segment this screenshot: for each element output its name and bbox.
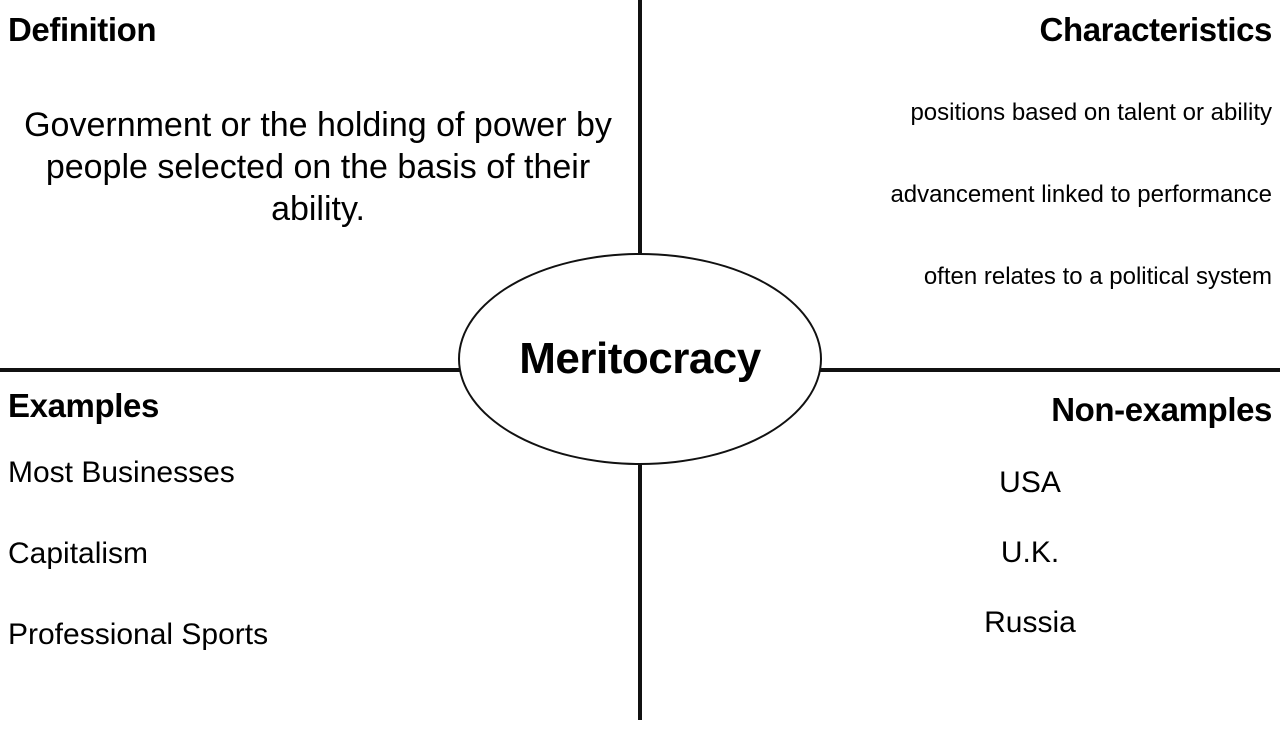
characteristics-heading: Characteristics bbox=[1039, 11, 1273, 48]
center-term-label: Meritocracy bbox=[519, 334, 761, 383]
characteristics-list: positions based on talent or ability adv… bbox=[712, 98, 1272, 292]
non-examples-list: USA U.K. Russia bbox=[930, 464, 1130, 642]
definition-body-text: Government or the holding of power by pe… bbox=[24, 106, 612, 228]
list-item: Professional Sports bbox=[8, 618, 269, 651]
quadrant-characteristics: Characteristics positions based on talen… bbox=[644, 0, 1280, 360]
list-item: Capitalism bbox=[8, 537, 149, 570]
non-examples-heading: Non-examples bbox=[1051, 391, 1272, 428]
definition-heading: Definition bbox=[8, 11, 157, 48]
quadrant-non-examples: Non-examples USA U.K. Russia bbox=[644, 372, 1280, 732]
list-item: U.K. bbox=[1000, 536, 1060, 569]
center-term-ellipse: Meritocracy bbox=[458, 253, 822, 465]
list-item: often relates to a political system bbox=[923, 263, 1272, 290]
divider-vertical-bottom bbox=[638, 464, 642, 720]
divider-horizontal-right bbox=[820, 368, 1280, 372]
divider-horizontal-left bbox=[0, 368, 460, 372]
list-item: positions based on talent or ability bbox=[910, 99, 1272, 126]
list-item: USA bbox=[999, 466, 1061, 499]
divider-vertical-top bbox=[638, 0, 642, 254]
quadrant-examples: Examples Most Businesses Capitalism Prof… bbox=[0, 372, 636, 732]
examples-heading: Examples bbox=[8, 387, 159, 424]
list-item: Russia bbox=[984, 606, 1076, 639]
list-item: Most Businesses bbox=[8, 456, 235, 489]
examples-list: Most Businesses Capitalism Professional … bbox=[8, 454, 488, 654]
list-item: advancement linked to performance bbox=[890, 181, 1272, 208]
quadrant-definition: Definition Government or the holding of … bbox=[0, 0, 636, 360]
